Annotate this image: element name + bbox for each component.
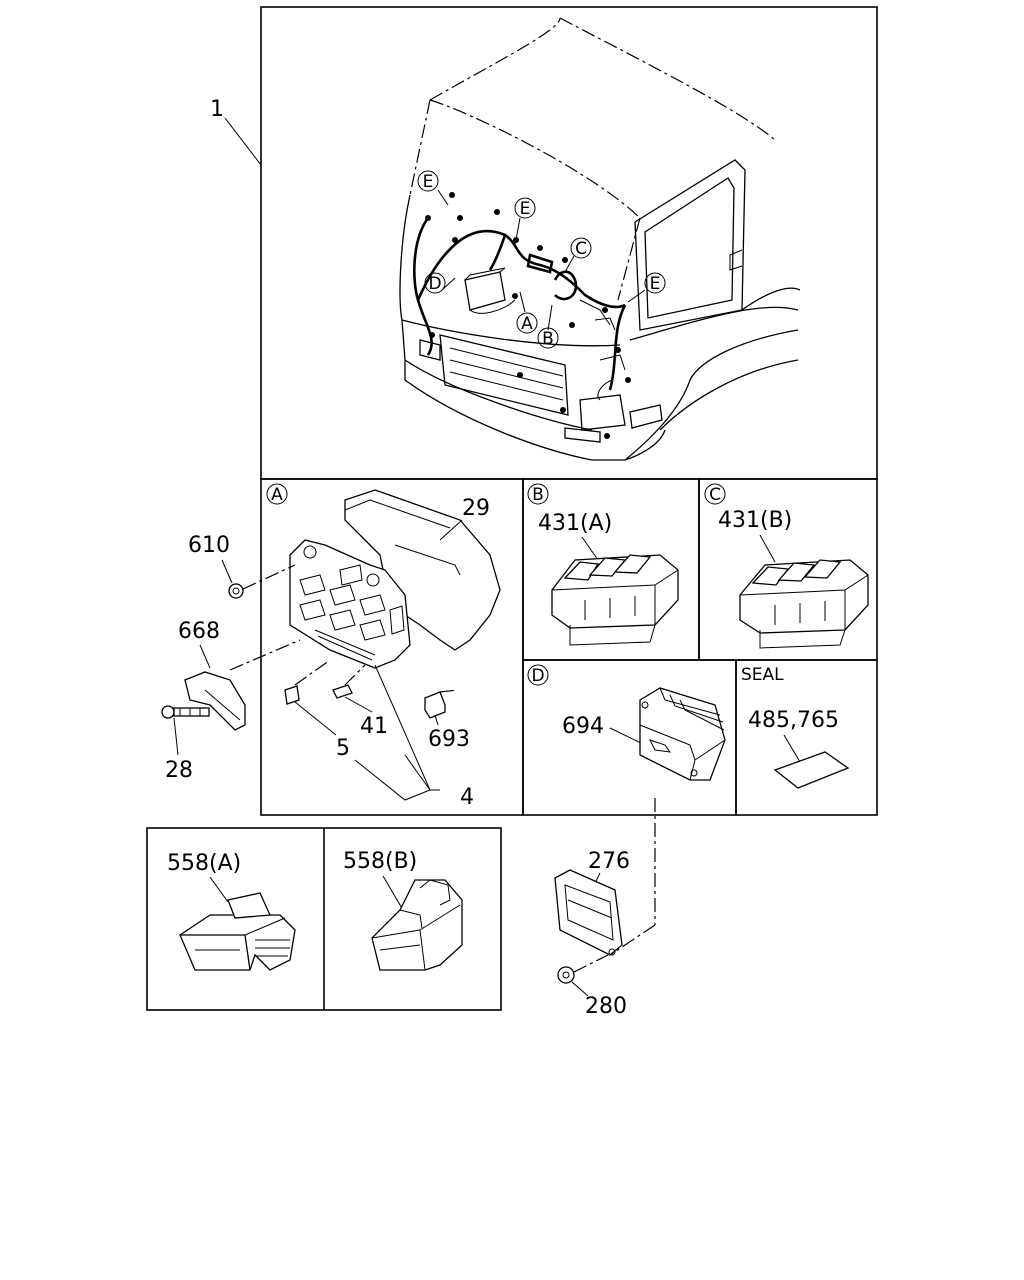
- svg-text:E: E: [520, 199, 531, 219]
- svg-text:B: B: [532, 485, 544, 505]
- connector-558b: [371, 879, 463, 971]
- panel-b-label: B: [527, 483, 549, 505]
- leader-1: [224, 117, 262, 166]
- connector-431b: [739, 559, 869, 649]
- callout-29: 29: [462, 496, 490, 521]
- svg-text:E: E: [650, 274, 661, 294]
- callout-4: 4: [460, 785, 474, 810]
- svg-text:E: E: [423, 172, 434, 192]
- cover-276: [554, 869, 623, 956]
- callout-41: 41: [360, 714, 388, 739]
- panel-a-label: A: [266, 483, 288, 505]
- svg-text:C: C: [575, 239, 587, 259]
- callout-431a: 431(A): [538, 511, 612, 536]
- cab-marker-E3: E: [644, 272, 666, 294]
- panel-c-label: C: [704, 483, 726, 505]
- svg-text:A: A: [521, 314, 533, 334]
- seal-485-765: [773, 751, 850, 789]
- callout-28: 28: [165, 758, 193, 783]
- bracket-668: [184, 671, 246, 731]
- cab-marker-D: D: [424, 272, 446, 294]
- nut-610: [228, 583, 244, 599]
- relay-693: [424, 691, 446, 719]
- svg-text:B: B: [542, 329, 554, 349]
- callout-668: 668: [178, 619, 220, 644]
- fuse-box-body: [289, 539, 411, 669]
- cab-marker-E2: E: [514, 197, 536, 219]
- connector-558a: [179, 892, 296, 971]
- callout-1: 1: [210, 97, 224, 122]
- svg-text:D: D: [428, 274, 441, 294]
- svg-text:A: A: [271, 485, 283, 505]
- cab-marker-A: A: [516, 312, 538, 334]
- callout-280: 280: [585, 994, 627, 1019]
- panel-d-label: D: [527, 664, 549, 686]
- fuse-41: [332, 684, 353, 699]
- leader-610: [242, 564, 296, 590]
- cab-marker-B: B: [537, 327, 559, 349]
- fuse-box-cover: [344, 489, 501, 651]
- callout-276: 276: [588, 849, 630, 874]
- leader-29: [439, 519, 463, 541]
- callout-693: 693: [428, 727, 470, 752]
- callout-610: 610: [188, 533, 230, 558]
- seal-label: SEAL: [741, 665, 784, 685]
- cab-marker-E1: E: [417, 170, 439, 192]
- callout-694: 694: [562, 714, 604, 739]
- svg-text:D: D: [531, 666, 544, 686]
- callout-485-765: 485,765: [748, 708, 839, 733]
- callout-558b: 558(B): [343, 849, 417, 874]
- cab-marker-C: C: [570, 237, 592, 259]
- ecu-694: [639, 687, 726, 781]
- connector-431a: [551, 554, 679, 646]
- callout-558a: 558(A): [167, 851, 241, 876]
- panel-frames: [146, 6, 878, 1011]
- svg-text:C: C: [709, 485, 721, 505]
- callout-431b: 431(B): [718, 508, 792, 533]
- bolt-28: [161, 705, 210, 719]
- fuse-5: [284, 685, 300, 705]
- nut-280: [557, 966, 575, 984]
- cab-overview: [399, 17, 801, 461]
- callout-5: 5: [336, 736, 350, 761]
